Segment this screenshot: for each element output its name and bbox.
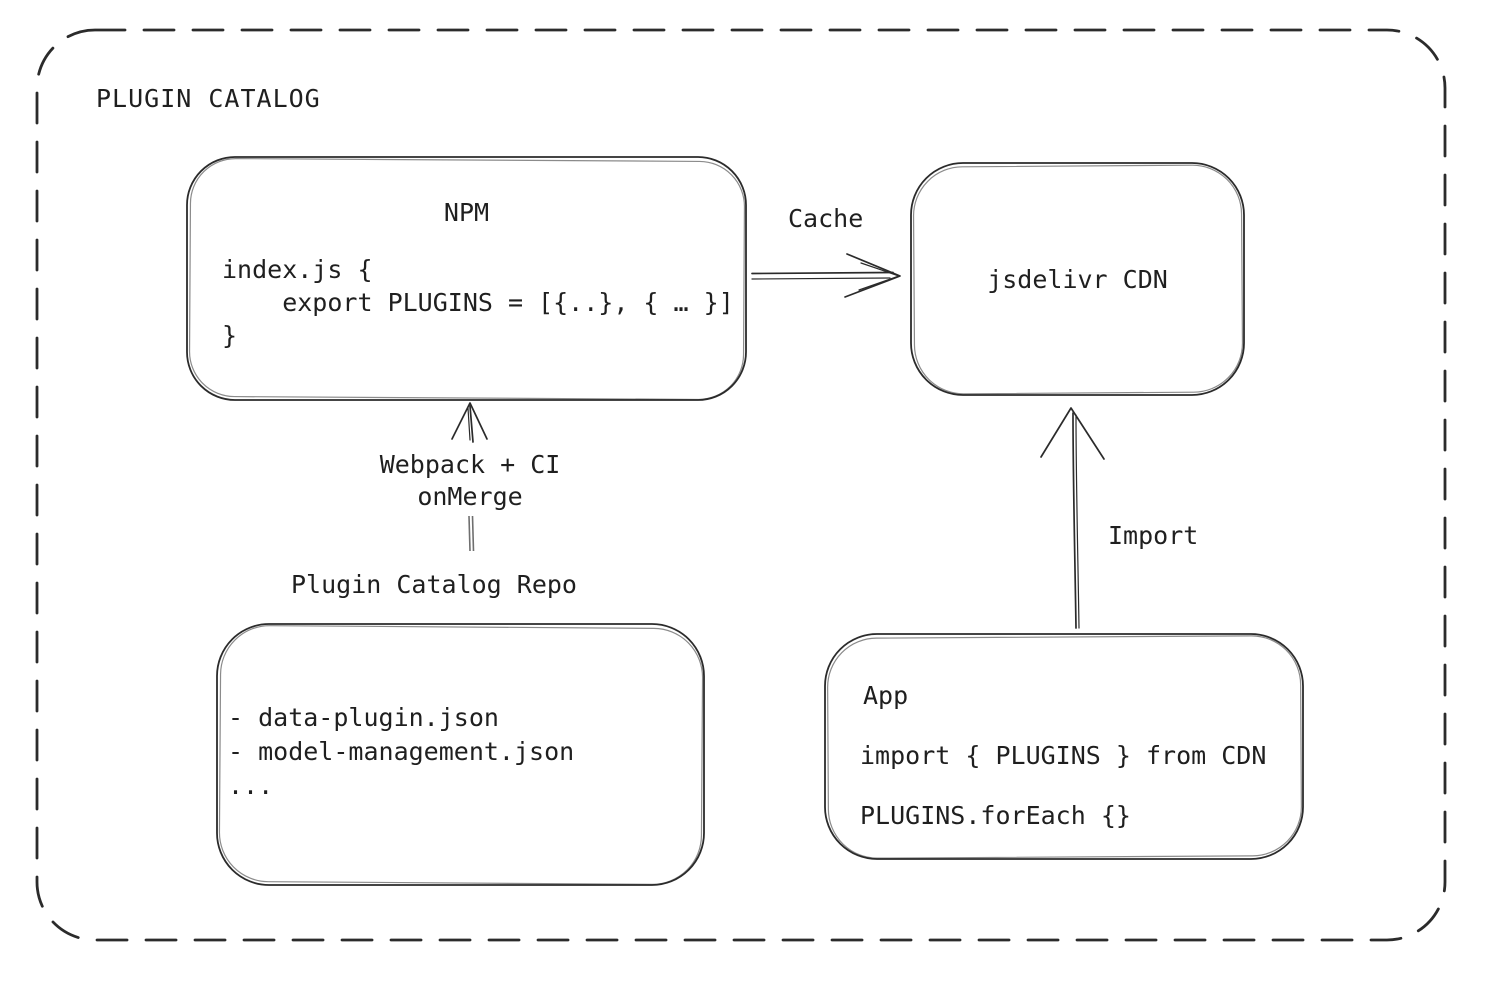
app-title: App: [863, 681, 909, 710]
build-arrow-label-line1: Webpack + CI: [379, 450, 561, 479]
npm-title: NPM: [443, 198, 490, 227]
catalog-boundary-frame: [35, 28, 1447, 942]
cache-arrow-label: Cache: [788, 204, 864, 233]
app-code-import: import { PLUGINS } from CDN: [860, 741, 1267, 770]
npm-box: [186, 156, 747, 401]
app-code-foreach: PLUGINS.forEach {}: [860, 801, 1131, 830]
diagram-title: PLUGIN CATALOG: [96, 84, 321, 113]
repo-box: [216, 623, 705, 886]
npm-code: index.js { export PLUGINS = [{..}, { … }…: [222, 255, 734, 350]
import-arrow-label: Import: [1108, 521, 1199, 550]
cdn-box: [910, 162, 1245, 396]
build-arrow-label-line2: onMerge: [417, 482, 523, 511]
import-arrow: [1040, 407, 1105, 629]
app-box: [824, 633, 1304, 860]
cache-arrow: [751, 253, 901, 298]
build-arrow: [451, 402, 488, 552]
repo-file-list: - data-plugin.json - model-management.js…: [228, 703, 575, 800]
repo-title: Plugin Catalog Repo: [291, 570, 577, 599]
cdn-title: jsdelivr CDN: [987, 265, 1168, 294]
